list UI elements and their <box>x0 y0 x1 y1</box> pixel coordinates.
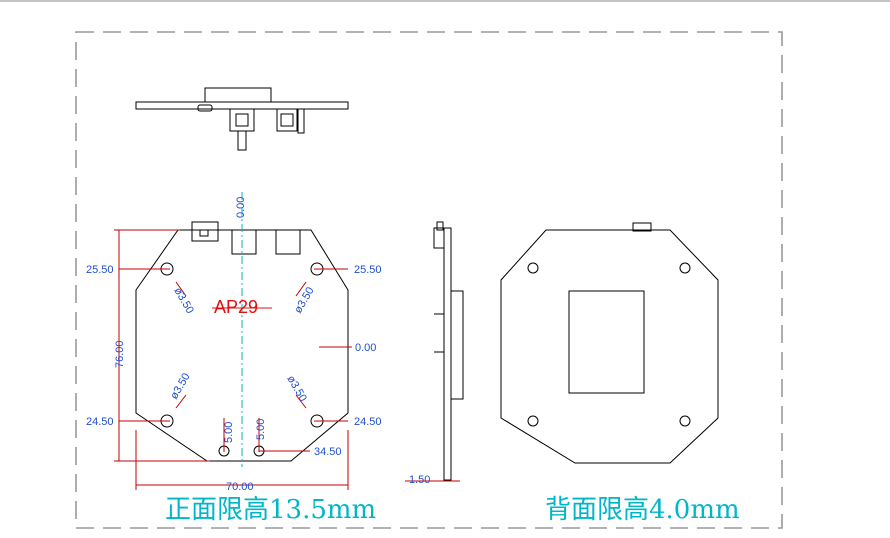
mount-hole <box>679 262 691 274</box>
model-label: AP29 <box>214 297 258 317</box>
side-view-edge <box>405 221 464 482</box>
side-view-top <box>135 87 349 151</box>
back-component-area <box>568 290 645 394</box>
dim-height-total: 76.00 <box>114 340 126 368</box>
dim-left-lower: 24.50 <box>86 416 114 428</box>
front-view-board <box>135 192 349 467</box>
dimension-lines <box>114 229 352 490</box>
dim-thickness: 1.50 <box>409 474 430 486</box>
dim-right-mid: 0.00 <box>355 342 376 354</box>
dim-right-lower: 24.50 <box>354 416 382 428</box>
mount-hole <box>679 415 691 427</box>
dim-top-zero: 0.00 <box>235 197 247 218</box>
front-height-label: 正面限高13.5mm <box>165 495 376 525</box>
dim-right-upper: 25.50 <box>354 264 382 276</box>
back-height-label: 背面限高4.0mm <box>545 495 740 525</box>
dim-width-total: 70.00 <box>226 481 254 493</box>
dim-bottom-right: 34.50 <box>314 446 342 458</box>
dim-hole-dia-2: ø3.50 <box>292 285 316 315</box>
dashed-border-frame <box>75 31 783 529</box>
mount-hole <box>527 415 539 427</box>
dim-left-upper: 25.50 <box>86 264 114 276</box>
mount-hole <box>527 262 539 274</box>
dim-hole-dia-3: ø3.50 <box>168 371 192 401</box>
dim-hole-dia-1: ø3.50 <box>171 286 195 316</box>
back-view-board <box>500 222 719 464</box>
dim-offset-right: 5.00 <box>255 419 267 440</box>
dim-hole-dia-4: ø3.50 <box>284 374 308 404</box>
dim-offset-left: 5.00 <box>223 422 235 443</box>
